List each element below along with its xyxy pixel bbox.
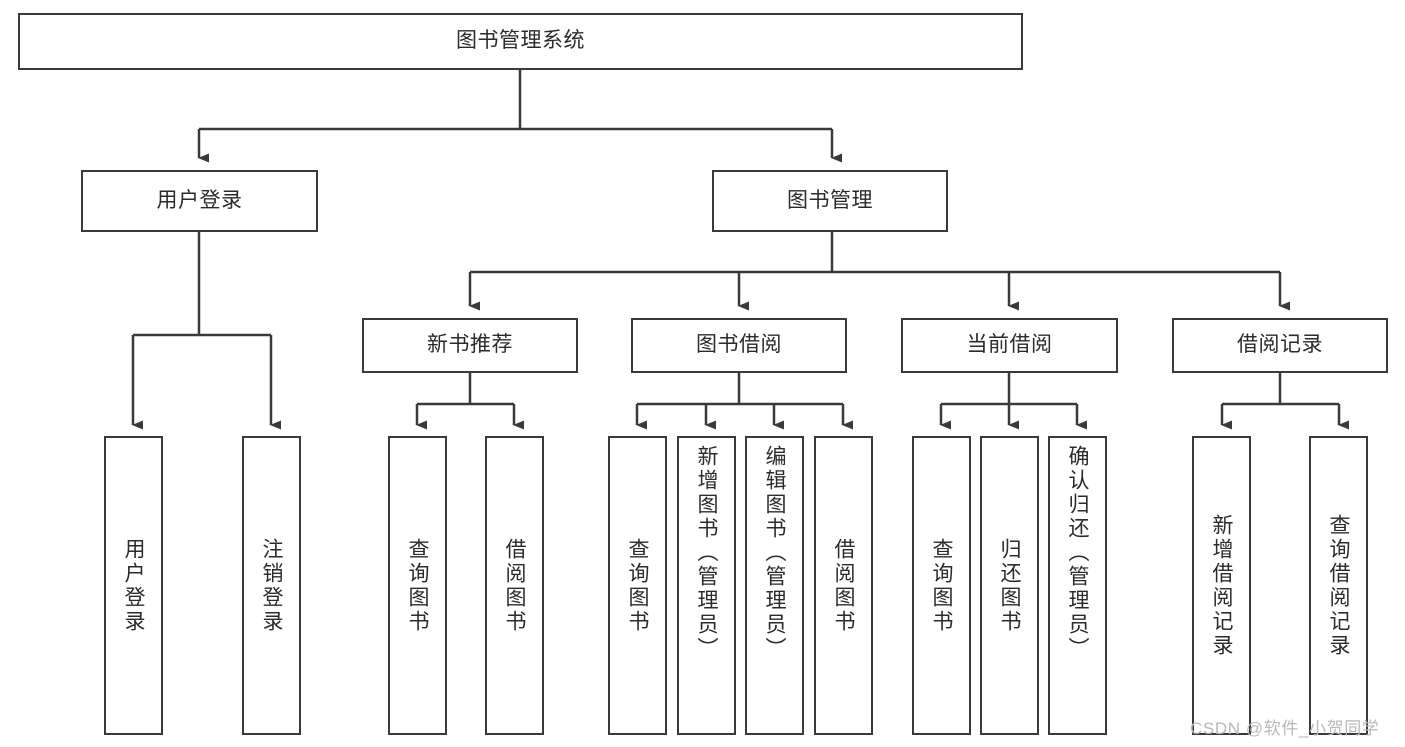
node-leaf-borrow-book-1-label: 借阅图书 <box>503 537 526 634</box>
node-new-book-recommend-label: 新书推荐 <box>427 333 513 357</box>
node-leaf-return-book[interactable]: 归还图书 <box>980 436 1039 735</box>
node-leaf-borrow-book-2[interactable]: 借阅图书 <box>814 436 873 735</box>
node-leaf-add-book-label: 新增图书（管理员） <box>695 445 718 661</box>
node-root-label: 图书管理系统 <box>456 29 585 53</box>
node-book-borrow-label: 图书借阅 <box>696 333 782 357</box>
node-leaf-user-login[interactable]: 用户登录 <box>104 436 163 735</box>
node-leaf-logout[interactable]: 注销登录 <box>242 436 301 735</box>
node-borrow-record-label: 借阅记录 <box>1237 333 1323 357</box>
node-user-login-label: 用户登录 <box>156 188 243 212</box>
node-leaf-add-book[interactable]: 新增图书（管理员） <box>677 436 736 735</box>
node-current-borrow[interactable]: 当前借阅 <box>901 318 1118 373</box>
node-leaf-query-book-3[interactable]: 查询图书 <box>912 436 971 735</box>
node-leaf-query-book-2-label: 查询图书 <box>626 537 649 634</box>
node-leaf-query-book-2[interactable]: 查询图书 <box>608 436 667 735</box>
node-leaf-query-book-3-label: 查询图书 <box>930 537 953 634</box>
node-leaf-add-record-label: 新增借阅记录 <box>1210 513 1233 658</box>
node-leaf-return-book-label: 归还图书 <box>998 537 1021 634</box>
node-leaf-user-login-label: 用户登录 <box>122 537 145 634</box>
node-leaf-borrow-book-2-label: 借阅图书 <box>832 537 855 634</box>
node-leaf-query-record[interactable]: 查询借阅记录 <box>1309 436 1368 735</box>
node-user-login[interactable]: 用户登录 <box>81 170 318 232</box>
node-leaf-confirm-return[interactable]: 确认归还（管理员） <box>1048 436 1107 735</box>
node-root[interactable]: 图书管理系统 <box>18 13 1023 70</box>
node-book-borrow[interactable]: 图书借阅 <box>631 318 847 373</box>
node-leaf-edit-book[interactable]: 编辑图书（管理员） <box>745 436 804 735</box>
node-leaf-query-book-1[interactable]: 查询图书 <box>388 436 447 735</box>
node-leaf-logout-label: 注销登录 <box>260 537 283 634</box>
node-current-borrow-label: 当前借阅 <box>966 333 1053 357</box>
node-leaf-edit-book-label: 编辑图书（管理员） <box>763 445 786 661</box>
csdn-watermark: CSDN @软件_小贺同学 <box>1190 719 1380 738</box>
node-book-manage-label: 图书管理 <box>787 188 873 212</box>
node-new-book-recommend[interactable]: 新书推荐 <box>362 318 578 373</box>
node-leaf-confirm-return-label: 确认归还（管理员） <box>1066 445 1089 661</box>
node-leaf-query-book-1-label: 查询图书 <box>406 537 429 634</box>
node-leaf-add-record[interactable]: 新增借阅记录 <box>1192 436 1251 735</box>
node-borrow-record[interactable]: 借阅记录 <box>1172 318 1388 373</box>
node-leaf-borrow-book-1[interactable]: 借阅图书 <box>485 436 544 735</box>
node-leaf-query-record-label: 查询借阅记录 <box>1327 513 1350 658</box>
node-book-manage[interactable]: 图书管理 <box>712 170 948 232</box>
